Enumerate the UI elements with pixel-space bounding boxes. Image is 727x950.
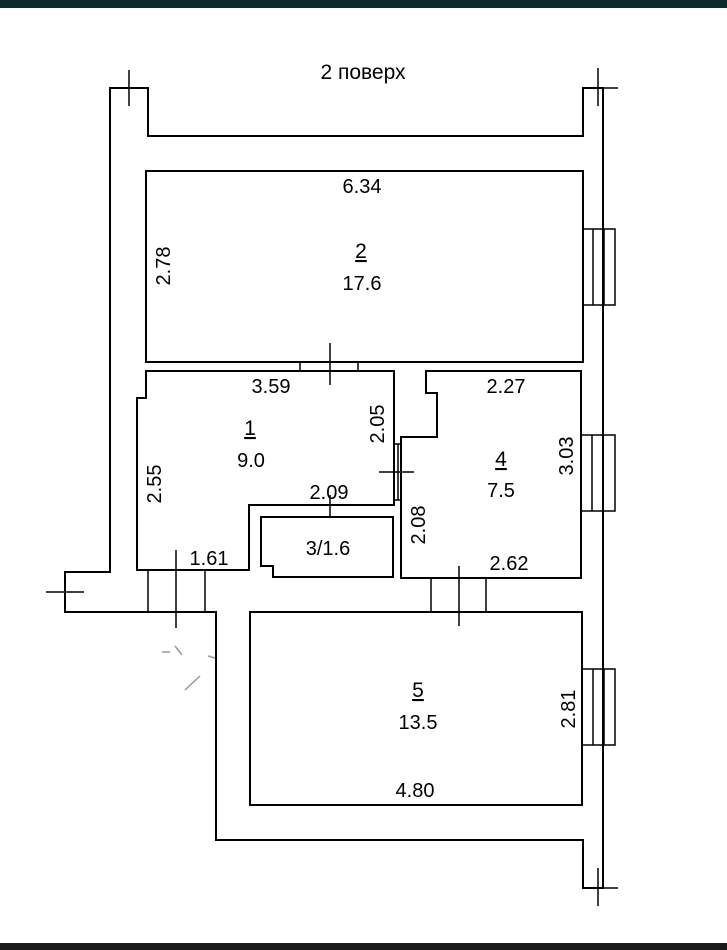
door-room-1-4 [379, 443, 414, 501]
room-5-number: 5 [412, 679, 424, 702]
room-2-width: 6.34 [343, 176, 382, 198]
passage-room-1 [147, 570, 206, 612]
top-border-bar [0, 0, 727, 8]
room-5-area: 13.5 [399, 712, 438, 734]
room-4-outline [400, 370, 582, 579]
room-4-number: 4 [495, 448, 507, 471]
room-4-left-dim: 2.08 [408, 506, 430, 545]
floor-title: 2 поверх [320, 61, 406, 84]
closet-3-outline [260, 516, 394, 578]
room-4-top-dim: 2.27 [487, 376, 526, 398]
room-4-right-dim: 3.03 [556, 437, 578, 476]
axis-tick-top-left [110, 70, 148, 106]
passage-room-4 [430, 578, 487, 612]
room-4-area: 7.5 [487, 480, 515, 502]
window-room-2 [582, 228, 616, 306]
room-5-outline [249, 611, 583, 806]
room-4-bottom-dim: 2.62 [490, 553, 529, 575]
axis-tick-bottom-right [583, 868, 618, 906]
room-2-outline [145, 170, 584, 363]
door-room-1-2 [299, 343, 359, 385]
room-1-left-dim: 2.55 [144, 465, 166, 504]
window-room-5 [581, 668, 616, 746]
room-5-right-dim: 2.81 [558, 690, 580, 729]
room-2-area: 17.6 [343, 273, 382, 295]
bottom-border-bar [0, 943, 727, 950]
room-1-bottom-dim: 1.61 [190, 548, 229, 570]
stair-marks [162, 645, 216, 691]
window-room-4 [580, 434, 616, 512]
room-1-right-dim: 2.05 [367, 405, 389, 444]
room-1-top-dim: 3.59 [252, 376, 291, 398]
room-1-area: 9.0 [237, 450, 265, 472]
room-1-mid-dim: 2.09 [310, 482, 349, 504]
room-5-bottom-dim: 4.80 [396, 780, 435, 802]
axis-tick-left [46, 572, 84, 612]
room-2-height: 2.78 [153, 247, 175, 286]
room-1-outline [136, 370, 395, 571]
axis-tick-top-right [583, 68, 618, 106]
room-2-number: 2 [355, 240, 367, 263]
room-1-number: 1 [244, 417, 256, 440]
closet-3-label: 3/1.6 [306, 538, 350, 560]
